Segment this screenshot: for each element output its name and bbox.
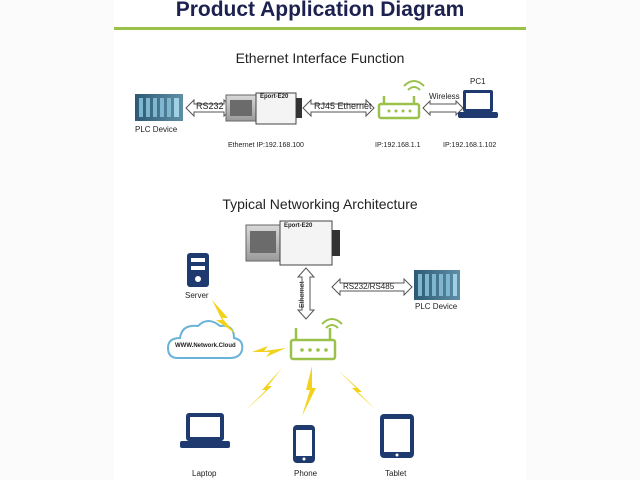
cloud-label: WWW.Network.Cloud xyxy=(175,343,236,349)
section1-heading: Ethernet Interface Function xyxy=(235,50,405,66)
cloud-icon xyxy=(166,320,244,359)
router-icon xyxy=(377,80,425,120)
server-icon xyxy=(187,253,209,287)
eport-e20-module-icon xyxy=(225,92,302,125)
laptop-label: Laptop xyxy=(192,469,217,478)
ethernet-vertical-arrow xyxy=(296,267,316,320)
right-margin xyxy=(526,0,640,480)
rs232-rs485-arrow xyxy=(331,277,413,297)
pc1-label: PC1 xyxy=(470,77,486,86)
pc-ip-label: IP:192.168.1.102 xyxy=(443,142,497,149)
rj45-arrow xyxy=(302,98,375,118)
pc-laptop-icon xyxy=(458,90,498,118)
wireless-bolt-laptop xyxy=(246,368,282,410)
tablet-icon xyxy=(380,414,414,458)
wireless-bolt-phone xyxy=(302,366,316,416)
serial-label: RS232/RS485 xyxy=(343,282,395,291)
left-margin xyxy=(0,0,114,480)
plc-device-icon xyxy=(135,94,183,121)
page-title: Product Application Diagram xyxy=(175,0,465,21)
tablet-label: Tablet xyxy=(385,469,407,478)
wireless-label: Wireless xyxy=(429,92,460,101)
phone-icon xyxy=(293,425,315,463)
server-label: Server xyxy=(185,291,209,300)
wireless-arrow xyxy=(422,99,464,117)
section2-heading: Typical Networking Architecture xyxy=(222,196,418,212)
rj45-label: RJ45 Ethernet xyxy=(314,101,372,111)
phone-label: Phone xyxy=(294,469,318,478)
wireless-bolt-cloud xyxy=(252,346,286,357)
eport-e20-module-icon-2 xyxy=(245,220,340,266)
wireless-bolt-tablet xyxy=(338,370,376,410)
laptop-icon xyxy=(180,413,230,448)
module-model-label: Eport-E20 xyxy=(260,94,289,100)
plc-device-label-2: PLC Device xyxy=(415,302,458,311)
device-ip-label: Ethernet IP:192.168.100 xyxy=(228,142,304,149)
rs232-label: RS232 xyxy=(196,101,224,111)
plc-device-icon-2 xyxy=(414,270,460,300)
central-router-icon xyxy=(289,318,343,361)
title-underline xyxy=(114,27,526,30)
plc-device-label: PLC Device xyxy=(135,125,178,134)
router-ip-label: IP:192.168.1.1 xyxy=(375,142,421,149)
wireless-bolt-server xyxy=(212,300,236,334)
ethernet-label: Ethernet xyxy=(299,281,306,308)
module-model-label-2: Eport-E20 xyxy=(284,223,313,229)
